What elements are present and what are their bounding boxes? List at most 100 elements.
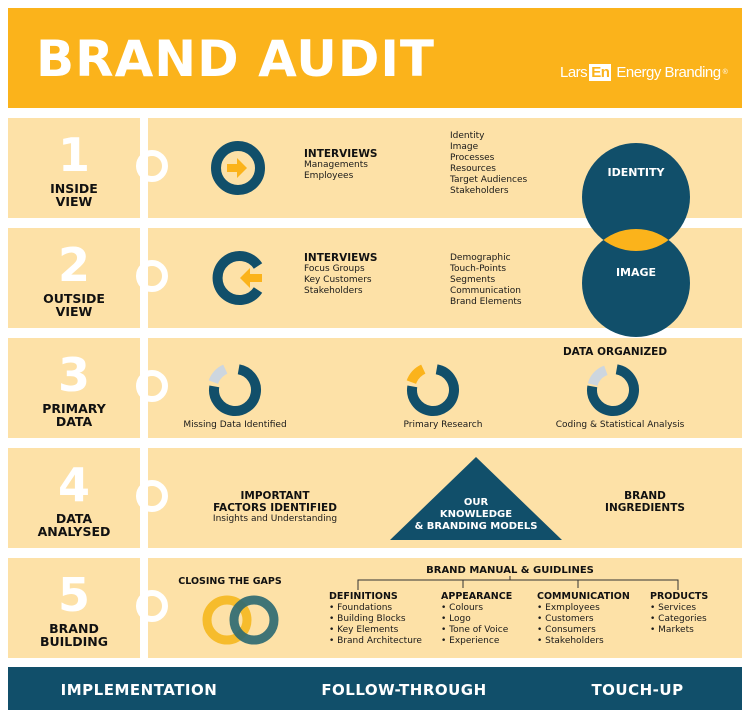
step-2-panel <box>8 228 140 328</box>
heading: FACTORS IDENTIFIED <box>213 502 337 514</box>
interviews-outside: INTERVIEWS Focus Groups Key Customers St… <box>304 252 377 297</box>
phase-touch-up: TOUCH-UP <box>591 681 684 699</box>
donut-accent-segment <box>406 364 426 385</box>
step-1-panel <box>8 118 140 218</box>
step-5-panel <box>8 558 140 658</box>
list-item: • Key Elements <box>329 625 399 635</box>
arrow-right-in-circle-icon <box>211 141 265 195</box>
inside-topics: Identity Image Processes Resources Targe… <box>450 131 527 197</box>
donut-chart <box>406 364 459 416</box>
manual-bracket <box>357 576 679 590</box>
outside-topics: Demographic Touch-Points Segments Commun… <box>450 253 522 308</box>
phase-follow-through: FOLLOW-THROUGH <box>321 681 487 699</box>
gap-ring-blue <box>229 595 279 645</box>
step-number: 3 <box>57 348 90 402</box>
list-item: Employees <box>304 171 354 181</box>
data-organized-heading: DATA ORGANIZED <box>562 346 668 358</box>
list-item: Processes <box>450 153 495 163</box>
list-item: Segments <box>450 275 496 285</box>
list-item: Image <box>450 142 479 152</box>
important-factors: IMPORTANT FACTORS IDENTIFIED Insights an… <box>200 490 350 525</box>
list-item: • Brand Architecture <box>329 636 422 646</box>
donut-label: Coding & Statistical Analysis <box>555 420 685 430</box>
interviews-inside: INTERVIEWS Managements Employees <box>304 148 377 182</box>
list-item: • Categories <box>650 614 707 624</box>
donut-accent-segment <box>587 365 608 387</box>
venn-identity-label: IDENTITY <box>607 166 665 179</box>
list-item: • Consumers <box>537 625 596 635</box>
subtext: Insights and Understanding <box>212 514 338 524</box>
column-title: APPEARANCE <box>441 591 513 602</box>
list-item: Identity <box>450 131 485 141</box>
phase-bar <box>8 667 742 710</box>
step-number: 2 <box>57 238 90 292</box>
column-title: DEFINITIONS <box>329 591 398 602</box>
list-item: • Markets <box>650 625 694 635</box>
brand-ingredients: BRAND INGREDIENTS <box>605 490 685 514</box>
list-item: • Colours <box>441 603 484 613</box>
heading: IMPORTANT <box>240 490 310 502</box>
donut-chart <box>208 364 261 416</box>
list-item: • Customers <box>537 614 594 624</box>
list-item: • Services <box>650 603 697 613</box>
list-item: • Building Blocks <box>329 614 406 624</box>
step-number: 5 <box>57 568 90 622</box>
list-item: Brand Elements <box>450 297 522 307</box>
step-3-panel <box>8 338 140 438</box>
list-item: Demographic <box>450 253 511 263</box>
donut-main-segment <box>209 364 261 416</box>
knowledge-triangle <box>390 457 562 540</box>
list-item: Target Audiences <box>450 175 528 185</box>
guideline-column: APPEARANCE• Colours• Logo• Tone of Voice… <box>441 591 512 647</box>
step-4-panel <box>8 448 140 548</box>
list-item: Resources <box>450 164 496 174</box>
list-item: Stakeholders <box>304 286 363 296</box>
list-item: • Exmployees <box>537 603 600 613</box>
heading: INTERVIEWS <box>304 252 378 264</box>
phase-implementation: IMPLEMENTATION <box>60 681 218 699</box>
donut-chart <box>587 364 639 416</box>
donut-accent-segment <box>208 364 228 385</box>
guideline-column: PRODUCTS• Services• Categories• Markets <box>650 591 708 636</box>
logo-text: Lars <box>560 64 588 81</box>
logo-text: Energy Branding <box>616 64 721 81</box>
list-item: • Stakeholders <box>537 636 604 646</box>
list-item: • Tone of Voice <box>441 625 509 635</box>
arrow-left-into-open-circle-icon <box>212 251 263 305</box>
list-item: Stakeholders <box>450 186 509 196</box>
list-item: • Logo <box>441 614 471 624</box>
identity-image-venn <box>582 143 690 337</box>
list-item: • Experience <box>441 636 500 646</box>
closing-gaps-heading: CLOSING THE GAPS <box>178 576 282 587</box>
list-item: Key Customers <box>304 275 372 285</box>
identity-circle <box>582 143 690 251</box>
list-item: • Foundations <box>329 603 393 613</box>
image-circle <box>582 229 690 337</box>
step-3-content <box>148 338 742 438</box>
heading: INTERVIEWS <box>304 148 378 160</box>
list-item: Managements <box>304 160 368 170</box>
list-item: Communication <box>450 286 521 296</box>
venn-image-label: IMAGE <box>615 266 657 279</box>
list-item: Touch-Points <box>450 264 507 274</box>
column-title: PRODUCTS <box>650 591 709 602</box>
header-banner <box>8 8 742 108</box>
brand-manual-heading: BRAND MANUAL & GUIDLINES <box>426 565 594 576</box>
donut-label: Primary Research <box>403 420 483 430</box>
logo-registered: ® <box>722 69 728 76</box>
donut-label: Missing Data Identified <box>183 420 287 430</box>
logo-mark: En <box>589 64 612 81</box>
guideline-column: DEFINITIONS• Foundations• Building Block… <box>329 591 422 647</box>
page-title: BRAND AUDIT <box>36 30 436 88</box>
donut-main-segment <box>587 364 639 416</box>
guideline-column: COMMUNICATION• Exmployees• Customers• Co… <box>537 591 630 647</box>
step-number: 4 <box>57 458 90 512</box>
gap-ring-yellow <box>202 595 252 645</box>
